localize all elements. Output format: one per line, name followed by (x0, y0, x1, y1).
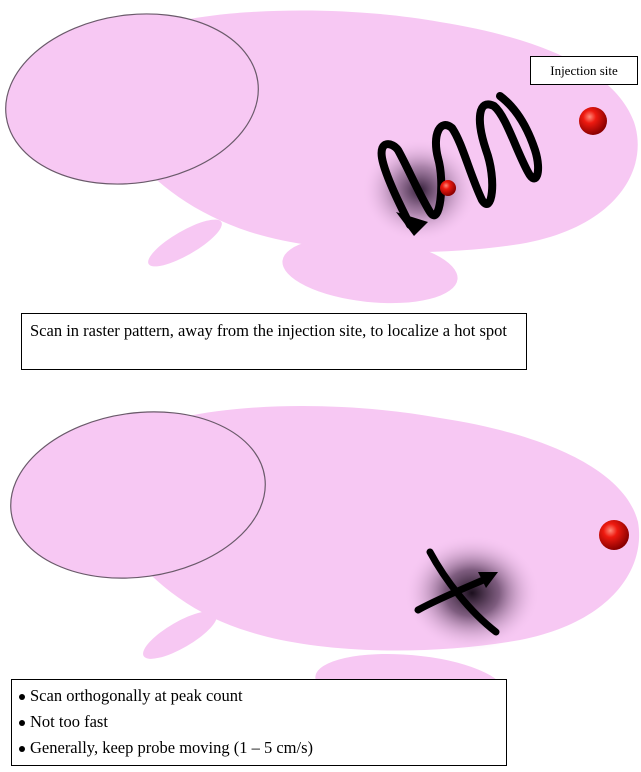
hot-spot-bottom (404, 535, 540, 651)
instruction-item: Generally, keep probe moving (1 – 5 cm/s… (18, 735, 500, 761)
injection-site-label: Injection site (530, 56, 638, 85)
caption-orthogonal-scan: Scan orthogonally at peak count Not too … (11, 679, 507, 766)
instruction-list: Scan orthogonally at peak count Not too … (18, 683, 500, 761)
instruction-item: Not too fast (18, 709, 500, 735)
instruction-item: Scan orthogonally at peak count (18, 683, 500, 709)
hot-spot-marker (440, 180, 456, 196)
injection-site-dot-top (579, 107, 607, 135)
injection-site-dot-bottom (599, 520, 629, 550)
foreleg-top (143, 212, 228, 275)
mouse-body-top (0, 0, 638, 311)
caption-raster-scan: Scan in raster pattern, away from the in… (21, 313, 527, 370)
